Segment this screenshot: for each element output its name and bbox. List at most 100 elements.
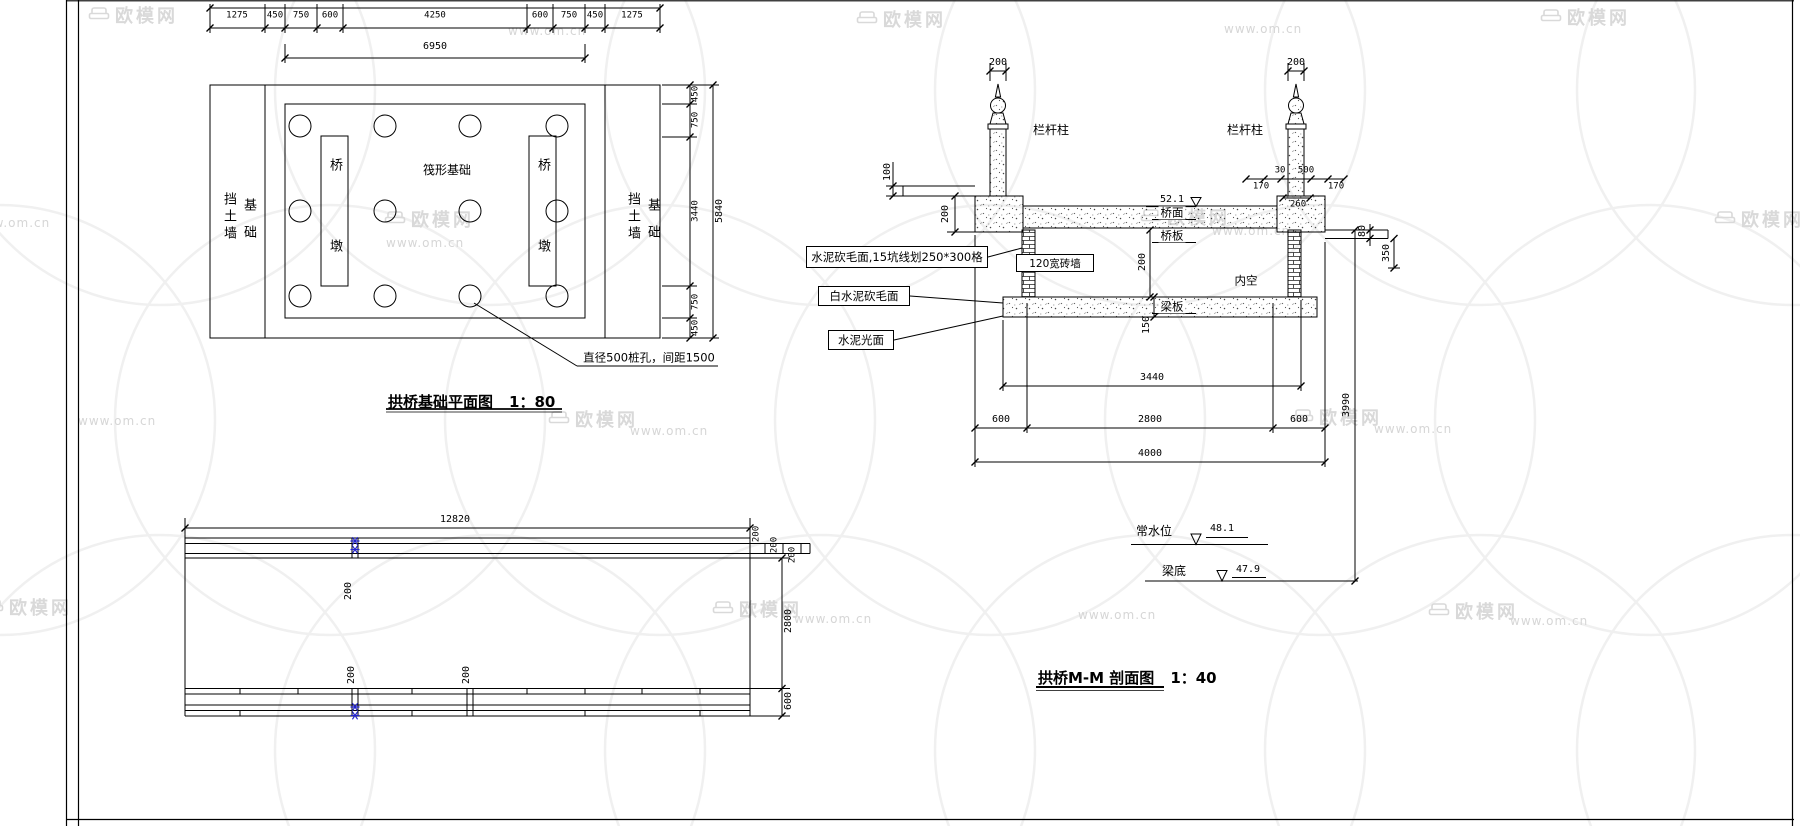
- dim-label: 450: [266, 10, 284, 21]
- dim-label: 1275: [621, 10, 643, 21]
- view-title-text: 拱桥基础平面图: [388, 393, 494, 411]
- level-value: 48.1: [1209, 523, 1235, 534]
- joint-marks-blue: [350, 536, 360, 720]
- sofa-icon: [712, 599, 734, 620]
- sofa-icon: [384, 209, 406, 230]
- watermark: 欧模网: [1540, 4, 1630, 30]
- watermark-url: www.om.cn: [1374, 422, 1453, 436]
- watermark-url: www.om.cn: [1510, 614, 1589, 628]
- sofa-icon: [88, 5, 110, 26]
- watermark: 欧模网: [1428, 598, 1518, 624]
- retaining-wall-label: 基础: [645, 198, 660, 252]
- cavity-label: 内空: [1234, 273, 1258, 288]
- finish-note: 白水泥砍毛面: [818, 286, 910, 306]
- watermark-brand: 欧模网: [883, 10, 946, 31]
- dim-label: 260: [1289, 199, 1307, 210]
- watermark-url: www.om.cn: [1224, 22, 1303, 36]
- brick-wall-note: 120宽砖墙: [1016, 254, 1094, 272]
- dim-label: 600: [991, 414, 1011, 425]
- beam-bottom-label: 梁底: [1161, 564, 1187, 579]
- pier-label: 桥墩: [535, 158, 550, 320]
- dim-label: 750: [690, 293, 701, 311]
- watermark-brand: 欧模网: [9, 598, 72, 619]
- pile-note: 直径500桩孔，间距1500: [583, 350, 715, 365]
- dim-label: 450: [586, 10, 604, 21]
- dim-label: 80: [1357, 224, 1368, 238]
- dim-label: 170: [1252, 181, 1270, 192]
- view-scale-text: 1：40: [1170, 669, 1217, 687]
- finish-note: 水泥光面: [828, 330, 894, 350]
- watermark-brand: 欧模网: [1455, 602, 1518, 623]
- watermark-brand: 欧模网: [575, 410, 638, 431]
- watermark: 欧模网: [712, 596, 802, 622]
- dim-label: 3440: [1139, 372, 1165, 383]
- dim-label: 200: [1137, 252, 1148, 272]
- dim-label: 600: [531, 10, 549, 21]
- dim-label: 600: [783, 691, 794, 711]
- plan-view-linework: [205, 3, 719, 413]
- sofa-icon: [1428, 601, 1450, 622]
- retaining-wall-label: 基础: [241, 198, 256, 252]
- watermark: 欧模网: [384, 206, 474, 232]
- dim-label: 2800: [1137, 414, 1163, 425]
- dim-label: 1275: [226, 10, 248, 21]
- dim-label: 500: [1297, 165, 1315, 176]
- dim-label: 200: [787, 546, 798, 564]
- water-level-label: 常水位: [1135, 524, 1173, 539]
- watermark: 欧模网: [1292, 404, 1382, 430]
- dim-label: 750: [292, 10, 310, 21]
- railing-post-label: 栏杆柱: [1226, 123, 1264, 138]
- plan-view-title: 拱桥基础平面图 1：80: [388, 391, 555, 412]
- dim-label: 200: [988, 57, 1008, 68]
- beam-slab-label: 梁板: [1158, 299, 1186, 314]
- elevation-linework: [180, 518, 811, 721]
- dim-label: 200: [940, 204, 951, 224]
- dim-label: 5840: [714, 198, 725, 224]
- dim-label: 4250: [424, 10, 446, 21]
- raft-foundation-label: 筏形基础: [422, 163, 472, 178]
- deck-slab-label: 桥板: [1158, 228, 1186, 243]
- dim-label: 200: [343, 581, 354, 601]
- watermark: 欧模网: [856, 6, 946, 32]
- watermark: 欧模网: [0, 594, 72, 620]
- finish-note: 水泥砍毛面,15坑线划250*300格: [806, 246, 988, 268]
- deck-surface-label: 桥面: [1158, 205, 1186, 220]
- dim-label: 450: [690, 319, 701, 337]
- watermark-url: www.om.cn: [794, 612, 873, 626]
- dim-label: 12820: [439, 514, 471, 525]
- level-value: 47.9: [1235, 564, 1261, 575]
- border-frame: [65, 0, 1794, 826]
- dim-label: 3440: [690, 200, 701, 222]
- watermark-brand: 欧模网: [1741, 210, 1800, 231]
- watermark-url: www.om.cn: [630, 424, 709, 438]
- dim-label: 200: [1286, 57, 1306, 68]
- railing-post-label: 栏杆柱: [1032, 123, 1070, 138]
- dim-label: 600: [1289, 414, 1309, 425]
- watermark-url: www.om.cn: [0, 216, 51, 230]
- dim-label: 350: [1381, 243, 1392, 263]
- sofa-icon: [1540, 7, 1562, 28]
- watermark: 欧模网: [1714, 206, 1800, 232]
- dim-label: 200: [346, 665, 357, 685]
- view-scale-text: 1：80: [509, 393, 556, 411]
- dim-label: 200: [751, 525, 762, 543]
- watermark-brand: 欧模网: [1319, 408, 1382, 429]
- sofa-icon: [0, 597, 4, 618]
- dim-label: 100: [882, 162, 893, 182]
- dim-label: 200: [461, 665, 472, 685]
- dim-label: 3990: [1341, 392, 1352, 418]
- retaining-wall-label: 挡土墙: [625, 192, 640, 243]
- dim-label: 450: [690, 85, 701, 103]
- watermark-url: www.om.cn: [78, 414, 157, 428]
- dim-label: 4000: [1137, 448, 1163, 459]
- dim-label: 2800: [783, 608, 794, 634]
- watermark-brand: 欧模网: [739, 600, 802, 621]
- view-title-text: 拱桥M-M 剖面图: [1038, 669, 1155, 687]
- retaining-wall-label: 挡土墙: [221, 192, 236, 243]
- dim-label: 600: [321, 10, 339, 21]
- watermark-url: www.om.cn: [1078, 608, 1157, 622]
- level-value: 52.1: [1157, 194, 1187, 205]
- dim-label: 30: [1274, 165, 1286, 176]
